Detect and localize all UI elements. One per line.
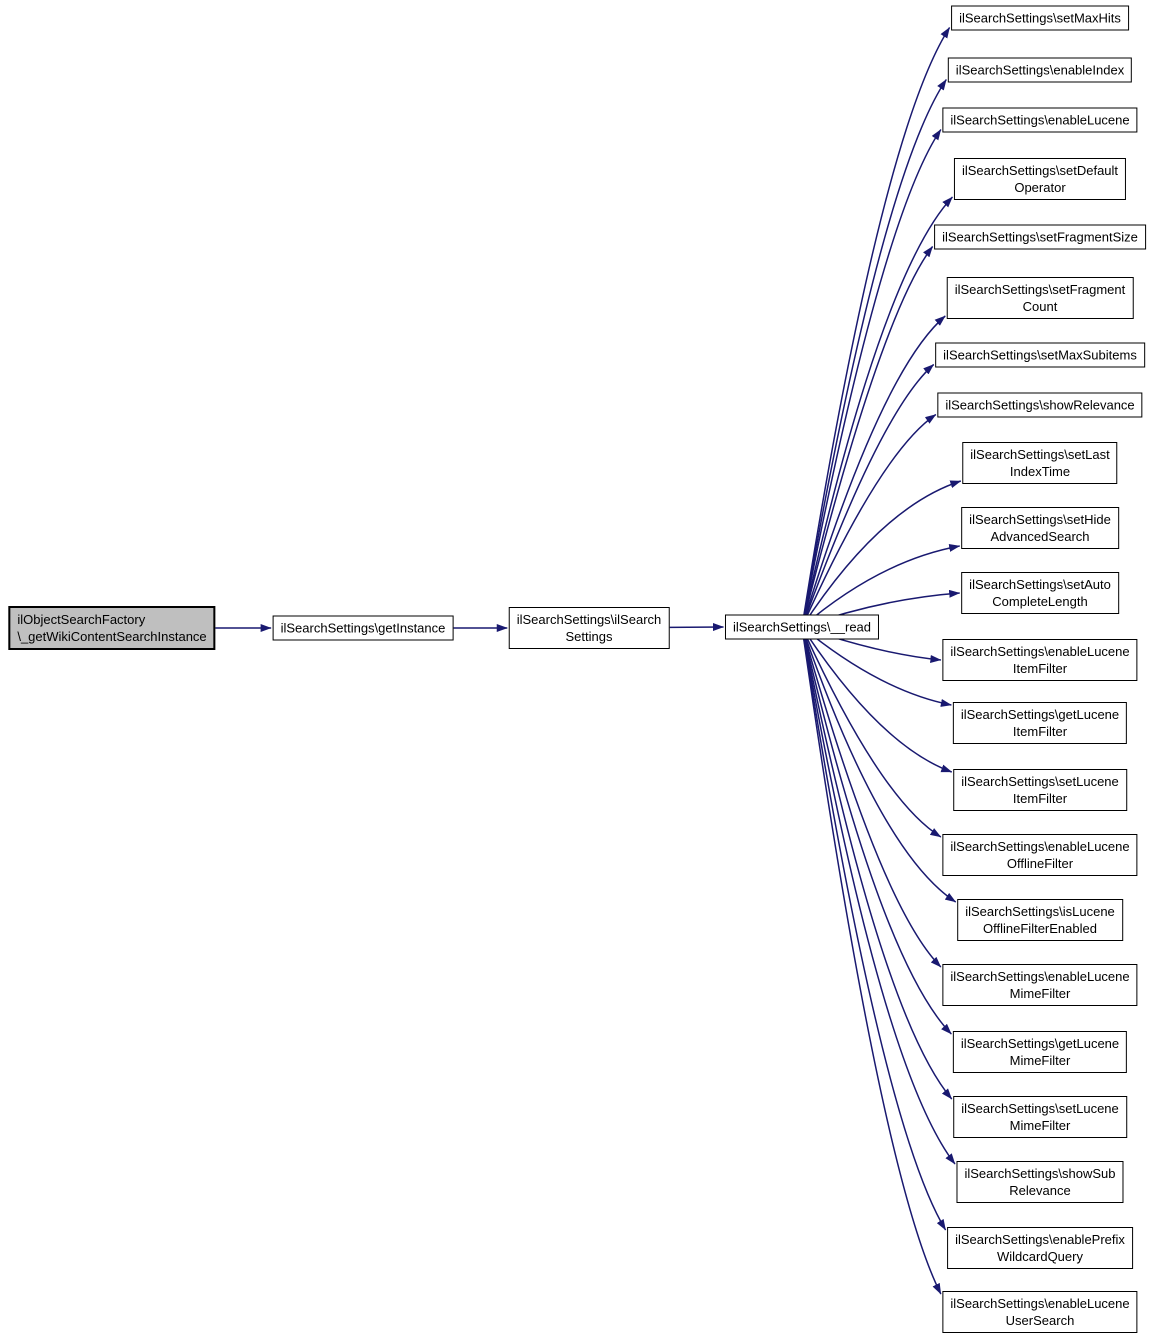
graph-node-enablelucenemimefilter[interactable]: ilSearchSettings\enableLucene MimeFilter [942,964,1138,1006]
graph-node-enablelucene[interactable]: ilSearchSettings\enableLucene [942,107,1138,133]
call-edge [801,626,942,838]
call-edge [801,480,962,628]
graph-node-ilsearchsettings-constructor[interactable]: ilSearchSettings\ilSearch Settings [508,607,670,649]
graph-node-getlucenemimefilter[interactable]: ilSearchSettings\getLucene MimeFilter [952,1031,1128,1073]
graph-node-setfragmentcount[interactable]: ilSearchSettings\setFragment Count [946,277,1134,319]
call-edge [801,626,942,1295]
call-edge [801,363,935,628]
call-edge [801,413,937,628]
graph-node-setfragmentsize[interactable]: ilSearchSettings\setFragmentSize [934,224,1146,250]
graph-node-factory: ilObjectSearchFactory \_getWikiContentSe… [8,606,216,650]
call-edge [801,79,947,628]
graph-node-setmaxhits[interactable]: ilSearchSettings\setMaxHits [951,5,1129,31]
graph-node-enableprefixwildcardquery[interactable]: ilSearchSettings\enablePrefix WildcardQu… [947,1227,1133,1269]
graph-node-read[interactable]: ilSearchSettings\__read [724,614,880,640]
call-edge [801,246,934,628]
graph-node-isluceneofflinefilterenabled[interactable]: ilSearchSettings\isLucene OfflineFilterE… [957,899,1123,941]
call-edge [801,626,952,1035]
graph-node-setmaxsubitems[interactable]: ilSearchSettings\setMaxSubitems [935,342,1145,368]
graph-node-showsubrelevance[interactable]: ilSearchSettings\showSub Relevance [956,1161,1124,1203]
graph-node-setautocompletelength[interactable]: ilSearchSettings\setAuto CompleteLength [961,572,1119,614]
graph-node-enableluceneusersearch[interactable]: ilSearchSettings\enableLucene UserSearch [942,1291,1138,1333]
call-edge [801,626,953,1100]
call-edge [801,543,961,628]
call-edge [801,196,954,628]
call-edge [801,27,951,628]
call-edge [801,626,956,1165]
graph-node-enableindex[interactable]: ilSearchSettings\enableIndex [947,57,1133,83]
graph-node-setdefaultoperator[interactable]: ilSearchSettings\setDefault Operator [953,158,1127,200]
graph-node-sethideadvancedsearch[interactable]: ilSearchSettings\setHide AdvancedSearch [961,507,1119,549]
graph-node-getluceneitemfilter[interactable]: ilSearchSettings\getLucene ItemFilter [952,702,1128,744]
graph-node-getinstance[interactable]: ilSearchSettings\getInstance [272,615,454,641]
call-edge [801,626,957,903]
call-edge [801,626,952,707]
graph-node-setlucenemimefilter[interactable]: ilSearchSettings\setLucene MimeFilter [953,1096,1127,1138]
graph-node-enableluceneitemfilter[interactable]: ilSearchSettings\enableLucene ItemFilter [942,639,1138,681]
graph-node-enableluceneofflinefilter[interactable]: ilSearchSettings\enableLucene OfflineFil… [942,834,1138,876]
call-edge [801,315,946,628]
call-edge [801,626,947,1231]
call-edge [801,626,942,968]
graph-node-setluceneitemfilter[interactable]: ilSearchSettings\setLucene ItemFilter [953,769,1127,811]
call-edge [801,626,953,773]
call-edge [801,129,942,628]
graph-node-showrelevance[interactable]: ilSearchSettings\showRelevance [937,392,1143,418]
graph-node-setlastindextime[interactable]: ilSearchSettings\setLast IndexTime [962,442,1118,484]
